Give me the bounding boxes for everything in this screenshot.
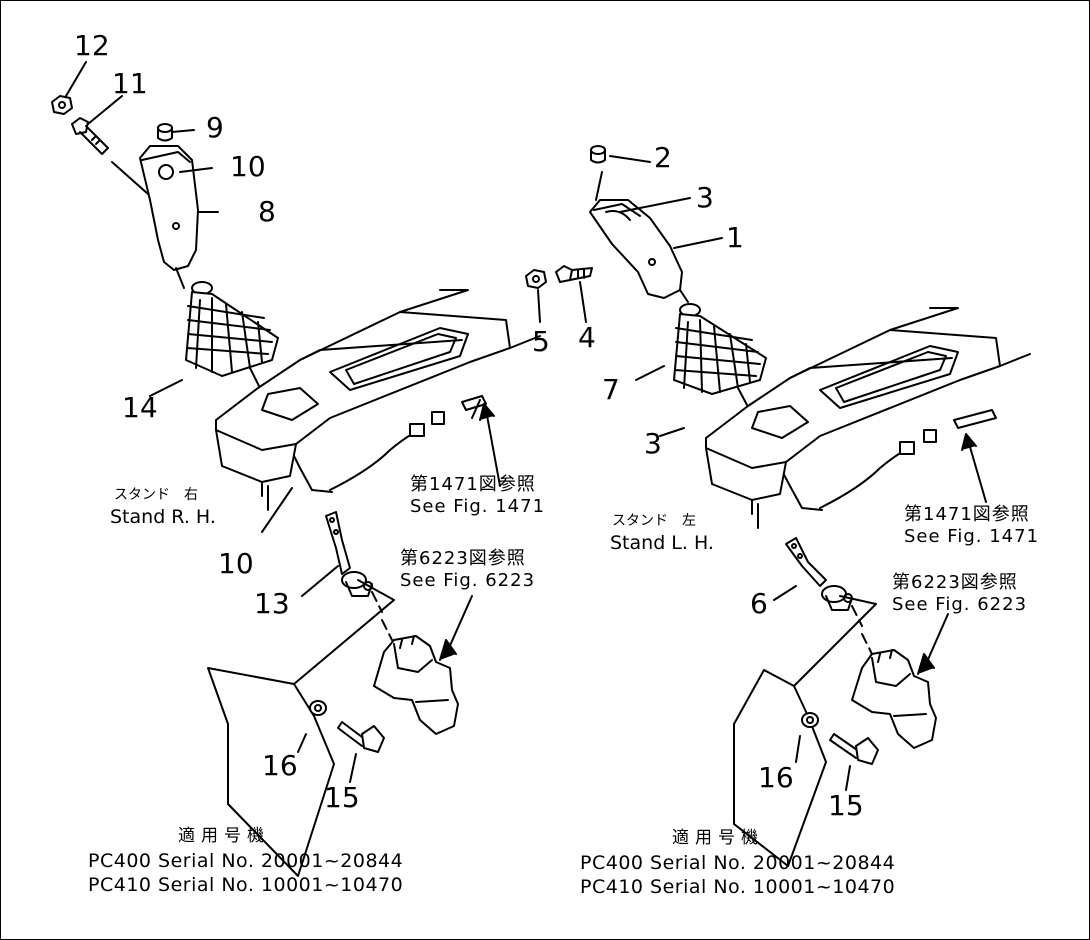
bolt-11-left xyxy=(71,117,109,155)
nut-12-left xyxy=(51,95,73,115)
washer-16-right xyxy=(801,712,819,728)
stand-rh-en: Stand R. H. xyxy=(110,506,216,528)
callout-15-right: 15 xyxy=(828,789,864,822)
stand-rh xyxy=(215,289,541,511)
harness-left xyxy=(329,395,487,491)
arrowhead-6223-left xyxy=(439,639,457,661)
pilot-valve-right xyxy=(851,649,937,749)
callout-11: 11 xyxy=(112,67,148,100)
callout-5: 5 xyxy=(532,325,550,358)
stand-lh-en: Stand L. H. xyxy=(610,532,714,554)
leader-lines-left xyxy=(65,61,357,783)
serials-left-line1: PC400 Serial No. 20001~20844 xyxy=(88,850,404,872)
ref-1471-right-jp: 第1471図参照 xyxy=(904,504,1030,525)
callout-8: 8 xyxy=(258,195,276,228)
lever-grip-8 xyxy=(111,145,199,289)
arrowhead-6223-right xyxy=(917,653,935,675)
callout-12: 12 xyxy=(74,29,110,62)
washer-16-right-hole xyxy=(806,716,814,724)
ref-6223-right-jp: 第6223図参照 xyxy=(892,572,1018,593)
serial-bracket-right xyxy=(733,595,877,867)
callout-1: 1 xyxy=(726,221,744,254)
callout-6: 6 xyxy=(750,587,768,620)
serials-right-line1: PC400 Serial No. 20001~20844 xyxy=(580,852,896,874)
callout-10-upper: 10 xyxy=(230,150,266,183)
serials-left-heading: 適用号機 xyxy=(178,826,270,846)
harness-right xyxy=(819,409,997,509)
callout-16-left: 16 xyxy=(262,749,298,782)
lever-grip-1 xyxy=(589,171,689,303)
washer-16-left xyxy=(309,700,327,716)
cap-9-left xyxy=(157,123,173,142)
rubber-boot-14 xyxy=(185,281,279,377)
arrowhead-1471-left xyxy=(479,403,495,421)
rubber-boot-7 xyxy=(673,303,767,395)
callout-10-lower: 10 xyxy=(218,547,254,580)
washer-16-left-hole xyxy=(314,704,322,712)
bolt-4 xyxy=(555,265,593,283)
callout-7: 7 xyxy=(602,373,620,406)
ref-1471-left-jp: 第1471図参照 xyxy=(410,474,536,495)
stand-lh-jp: スタンド 左 xyxy=(612,513,696,529)
ref-1471-left-en: See Fig. 1471 xyxy=(410,496,546,517)
ref-6223-left-jp: 第6223図参照 xyxy=(400,548,526,569)
callout-9: 9 xyxy=(206,111,224,144)
ref-6223-right-en: See Fig. 6223 xyxy=(892,594,1028,615)
arrowhead-1471-right xyxy=(961,433,977,451)
right-assembly xyxy=(525,145,1031,867)
arrow-6223-right xyxy=(925,613,949,665)
ref-1471-right-en: See Fig. 1471 xyxy=(904,526,1040,547)
stand-rh-jp: スタンド 右 xyxy=(114,487,198,503)
bolt-15-left xyxy=(337,721,385,753)
serials-right-line2: PC410 Serial No. 10001~10470 xyxy=(580,876,896,898)
callout-13: 13 xyxy=(254,587,290,620)
cap-2 xyxy=(590,145,606,164)
callout-15-left: 15 xyxy=(324,781,360,814)
callout-3-lower: 3 xyxy=(644,427,662,460)
callout-14: 14 xyxy=(122,391,158,424)
serials-left-line2: PC410 Serial No. 10001~10470 xyxy=(88,874,404,896)
nut-5 xyxy=(525,269,547,289)
serial-bracket-left xyxy=(207,579,395,877)
arrow-6223-left xyxy=(447,595,473,651)
callout-2: 2 xyxy=(654,141,672,174)
arrow-1471-left xyxy=(485,409,501,487)
left-assembly xyxy=(51,61,541,877)
serials-right-heading: 適用号機 xyxy=(672,828,764,848)
switch-6 xyxy=(785,537,873,655)
switch-13 xyxy=(325,511,393,641)
callout-16-right: 16 xyxy=(758,761,794,794)
stand-lh xyxy=(705,307,1031,529)
arrow-1471-right xyxy=(967,439,987,503)
callout-4: 4 xyxy=(578,321,596,354)
leader-lines-right xyxy=(537,155,851,791)
bolt-15-right xyxy=(829,733,879,765)
pilot-valve-left xyxy=(373,635,459,735)
ref-6223-left-en: See Fig. 6223 xyxy=(400,570,536,591)
callout-3-upper: 3 xyxy=(696,181,714,214)
